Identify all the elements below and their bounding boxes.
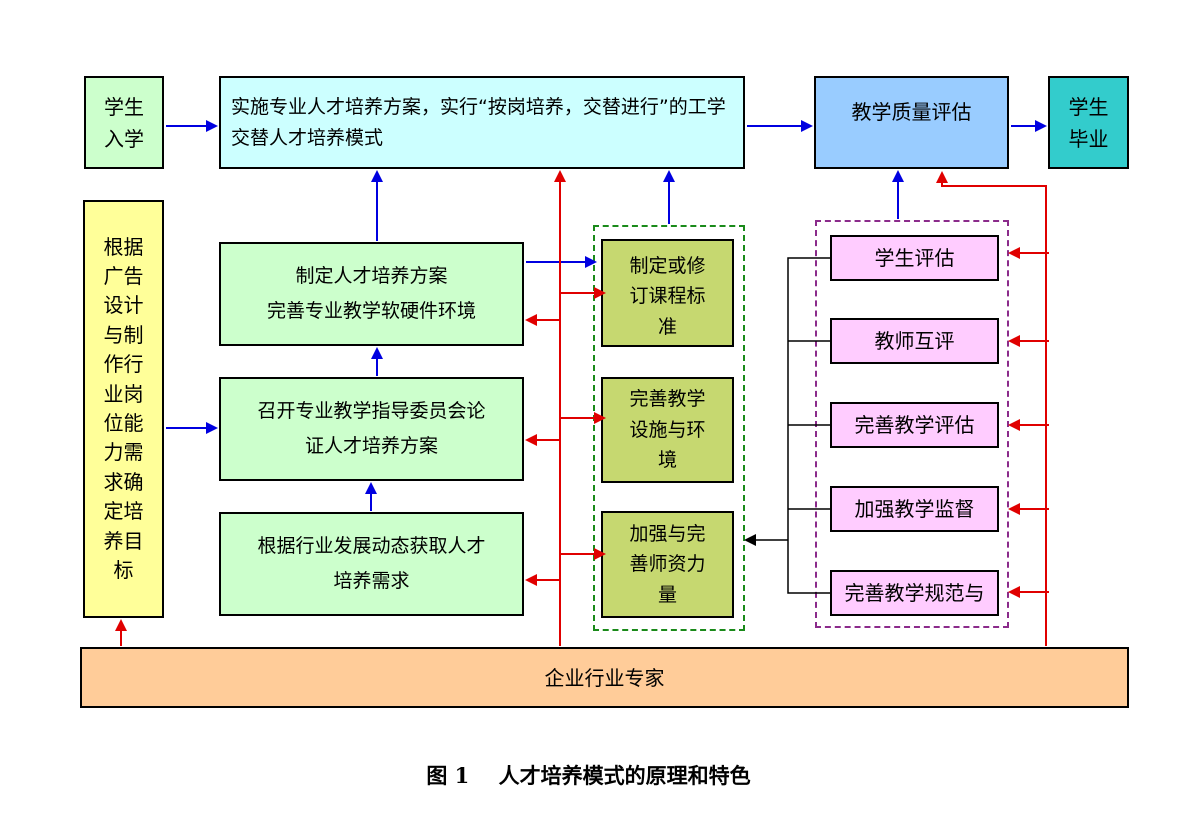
quality-eval-box: 教学质量评估: [814, 76, 1009, 169]
committee-box: 召开专业教学指导委员会论 证人才培养方案: [219, 377, 524, 481]
eval-item: 学生评估: [830, 235, 999, 281]
figure-caption: 图 1 人才培养模式的原理和特色: [0, 760, 1177, 790]
formulate-plan-box: 制定人才培养方案 完善专业教学软硬件环境: [219, 242, 524, 346]
determine-goal-box: 根据 广告 设计 与制 作行 业岗 位能 力需 求确 定培 养目 标: [83, 200, 164, 618]
eval-item: 教师互评: [830, 318, 999, 364]
faculty-box: 加强与完 善师资力 量: [601, 511, 734, 618]
student-graduate-box: 学生 毕业: [1048, 76, 1129, 169]
experts-bar: 企业行业专家: [80, 647, 1129, 708]
eval-item: 完善教学评估: [830, 402, 999, 448]
student-enroll-box: 学生 入学: [84, 76, 164, 169]
eval-item: 完善教学规范与: [830, 570, 999, 616]
implement-plan-box: 实施专业人才培养方案，实行“按岗培养，交替进行”的工学交替人才培养模式: [219, 76, 745, 169]
facilities-box: 完善教学 设施与环 境: [601, 377, 734, 483]
eval-item: 加强教学监督: [830, 486, 999, 532]
figure-number: 图 1: [426, 763, 470, 788]
construction-group: [593, 225, 745, 631]
figure-title: 人才培养模式的原理和特色: [498, 763, 751, 788]
demand-box: 根据行业发展动态获取人才 培养需求: [219, 512, 524, 616]
